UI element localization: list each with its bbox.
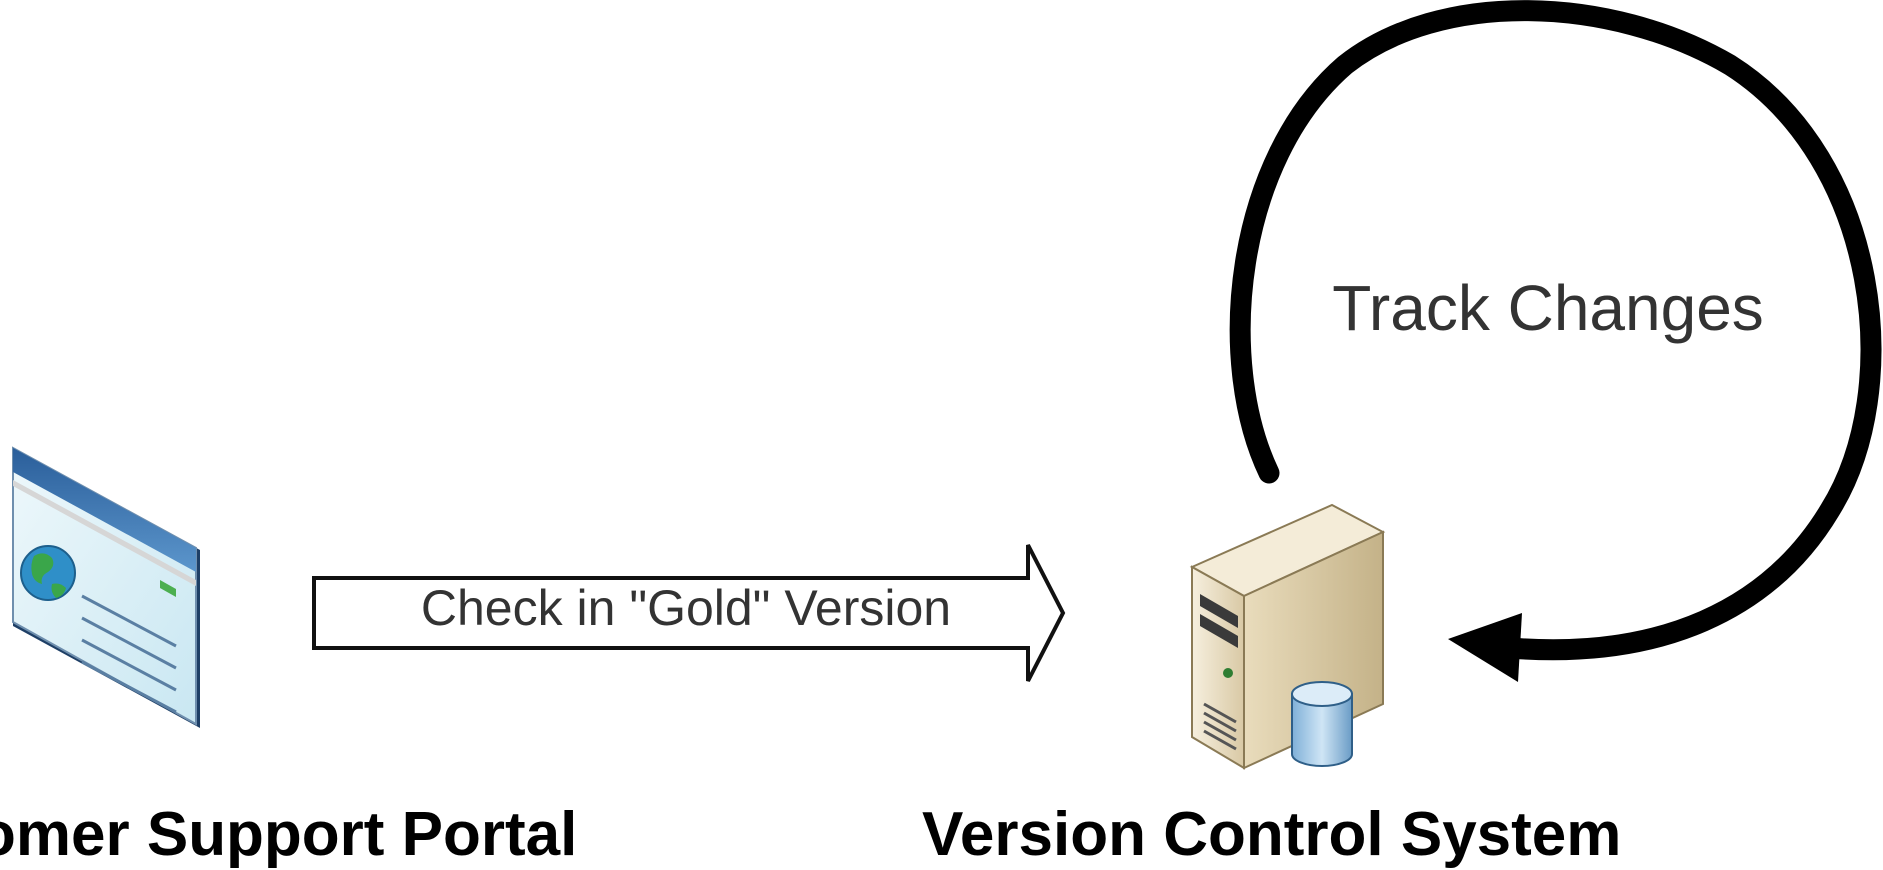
web-page-icon xyxy=(12,446,200,728)
loop-label: Track Changes xyxy=(1332,272,1764,344)
checkin-arrow-label: Check in "Gold" Version xyxy=(421,580,951,636)
loop-arrowhead-icon xyxy=(1448,613,1522,682)
globe-icon xyxy=(20,545,76,601)
vcs-label: Version Control System xyxy=(922,800,1622,869)
track-changes-loop: Track Changes xyxy=(1229,0,1882,682)
database-icon xyxy=(1291,681,1353,767)
portal-label: omer Support Portal xyxy=(0,800,578,869)
checkin-arrow: Check in "Gold" Version xyxy=(312,544,1066,682)
server-with-database-icon xyxy=(1189,503,1386,770)
server-tower-icon xyxy=(1189,503,1386,770)
